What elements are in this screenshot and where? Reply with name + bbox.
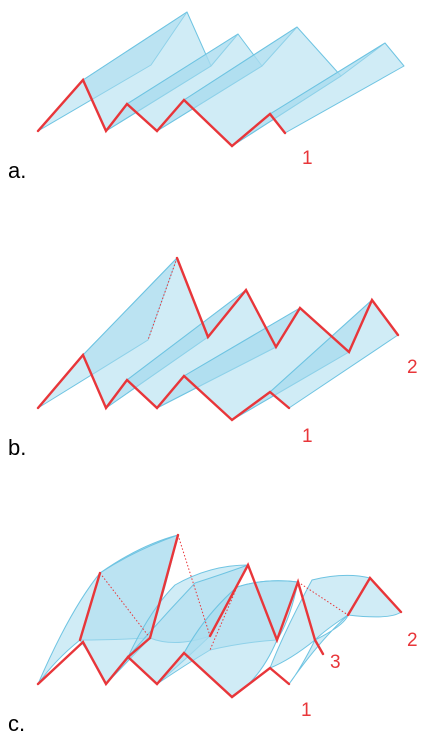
curve-number-c-2: 2 bbox=[407, 630, 418, 651]
panel-a: a. 1 bbox=[8, 12, 404, 183]
curve-number-b-1: 1 bbox=[302, 426, 313, 447]
panel-b-sheets bbox=[38, 258, 398, 420]
panel-b: b. 1 2 bbox=[8, 258, 418, 460]
curve-number-a-1: 1 bbox=[302, 148, 313, 169]
curve-number-c-3: 3 bbox=[330, 652, 341, 673]
panel-a-sheets bbox=[38, 12, 404, 146]
curve-number-c-1: 1 bbox=[301, 700, 312, 721]
panel-label-c: c. bbox=[8, 711, 25, 736]
curve-number-b-2: 2 bbox=[407, 357, 418, 378]
panel-label-a: a. bbox=[8, 158, 26, 183]
panel-c: c. 1 2 3 bbox=[8, 535, 418, 736]
panel-label-b: b. bbox=[8, 435, 26, 460]
